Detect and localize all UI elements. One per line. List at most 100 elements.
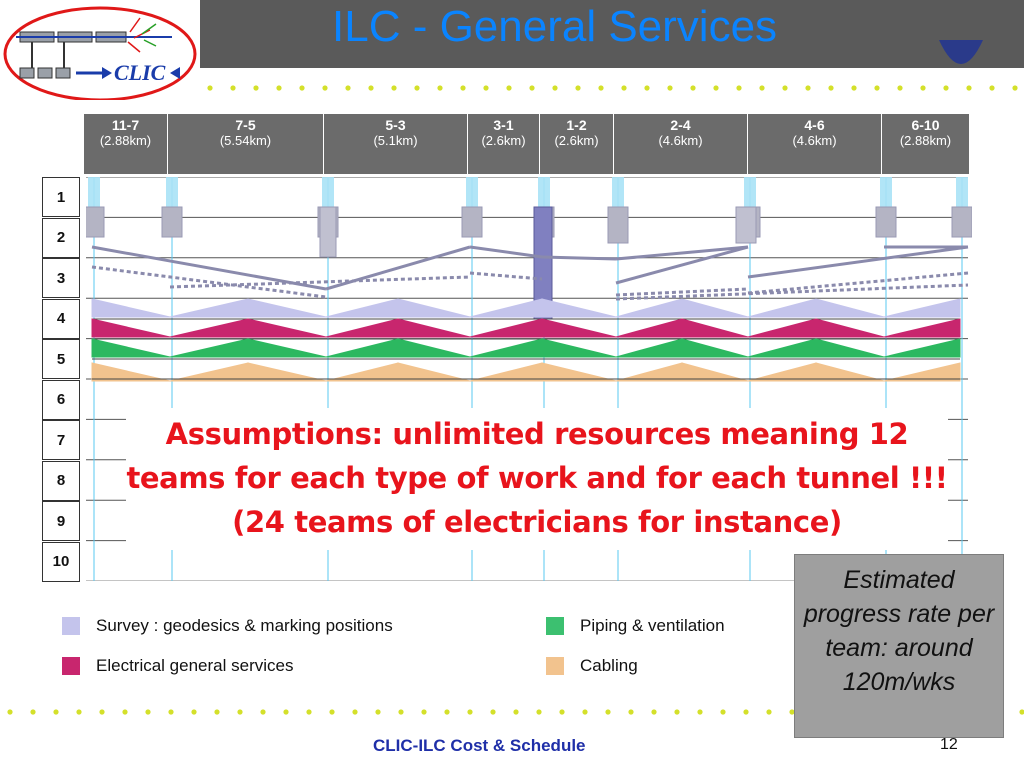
survey-line: [615, 245, 749, 285]
row-label-4: 4: [42, 298, 80, 339]
activity-triangle: [91, 318, 171, 338]
activity-triangle: [541, 362, 617, 382]
activity-triangle: [91, 338, 171, 358]
activity-triangle: [815, 298, 885, 318]
top-dot-line: [207, 85, 1018, 91]
row-label-6: 6: [42, 379, 80, 420]
row-label-1: 1: [42, 177, 80, 217]
tunnel-segments-header: 11-7(2.88km)7-5(5.54km)5-3(5.1km)3-1(2.6…: [84, 114, 970, 174]
row-label-7: 7: [42, 420, 80, 460]
segment-code: 7-5: [235, 117, 256, 133]
segment-code: 3-1: [493, 117, 514, 133]
segment-code: 6-10: [911, 117, 940, 133]
activity-triangle: [169, 362, 249, 382]
legend-survey-label: Survey : geodesics & marking positions: [96, 616, 393, 635]
legend-piping-label: Piping & ventilation: [580, 616, 725, 635]
activity-triangle: [469, 298, 543, 318]
survey-dashed-line: [615, 287, 749, 297]
activity-triangle: [397, 298, 471, 318]
survey-line: [91, 245, 327, 291]
activity-triangle: [397, 362, 471, 382]
shaft-block: [735, 206, 757, 244]
shaft-top: [166, 177, 178, 207]
activity-triangle: [169, 338, 249, 358]
legend-cabling-label: Cabling: [580, 656, 638, 675]
activity-triangle: [397, 338, 471, 358]
activity-triangle: [541, 338, 617, 358]
shaft-block: [875, 206, 897, 238]
activity-triangle: [325, 318, 399, 338]
segment-code: 11-7: [111, 117, 140, 133]
segment-length: (4.6km): [658, 133, 703, 148]
segment-length: (2.6km): [554, 133, 599, 148]
segment-header-2-4: 2-4(4.6km): [614, 114, 748, 174]
segment-header-3-1: 3-1(2.6km): [468, 114, 540, 174]
shaft-block: [86, 206, 105, 238]
segment-length: (5.1km): [373, 133, 418, 148]
survey-line: [541, 255, 617, 261]
shaft-top: [88, 177, 100, 207]
activity-triangle: [747, 362, 817, 382]
activity-triangle: [469, 362, 543, 382]
clic-logo: CLIC: [3, 6, 197, 100]
logo-text: CLIC: [114, 60, 166, 85]
activity-triangle: [397, 318, 471, 338]
shaft-top: [466, 177, 478, 207]
activity-triangle: [247, 298, 327, 318]
shaft-top: [538, 177, 550, 207]
legend-piping-swatch: [546, 617, 564, 635]
activity-triangle: [815, 362, 885, 382]
activity-triangle: [681, 318, 749, 338]
assumptions-text: Assumptions: unlimited resources meaning…: [126, 408, 948, 550]
activity-triangle: [883, 298, 961, 318]
activity-triangle: [681, 362, 749, 382]
shaft-top: [956, 177, 968, 207]
row-label-8: 8: [42, 460, 80, 501]
activity-triangle: [615, 318, 683, 338]
activity-triangle: [247, 318, 327, 338]
row-label-3: 3: [42, 258, 80, 298]
activity-triangle: [169, 298, 249, 318]
survey-line: [747, 245, 969, 279]
legend-cabling-swatch: [546, 657, 564, 675]
activity-triangle: [469, 338, 543, 358]
survey-line: [469, 245, 543, 259]
segment-code: 1-2: [566, 117, 587, 133]
shaft-block: [607, 206, 629, 244]
activity-triangle: [325, 362, 399, 382]
shaft-top: [322, 177, 334, 207]
globe-logo: [939, 40, 983, 64]
shaft-block: [951, 206, 972, 238]
activity-triangle: [883, 318, 961, 338]
activity-triangle: [883, 362, 961, 382]
activity-triangle: [541, 298, 617, 318]
page-number: 12: [940, 736, 958, 753]
activity-triangle: [615, 298, 683, 318]
activity-triangle: [747, 338, 817, 358]
segment-length: (2.88km): [99, 133, 152, 148]
header-bar: [200, 0, 1024, 68]
activity-triangle: [747, 318, 817, 338]
shaft-top: [880, 177, 892, 207]
row-label-9: 9: [42, 501, 80, 541]
segment-header-5-3: 5-3(5.1km): [324, 114, 468, 174]
activity-triangle: [615, 338, 683, 358]
survey-line: [325, 245, 471, 291]
activity-triangle: [747, 298, 817, 318]
activity-triangle: [815, 318, 885, 338]
slide-title: ILC - General Services: [332, 2, 778, 51]
shaft-top: [612, 177, 624, 207]
activity-triangle: [615, 362, 683, 382]
activity-triangle: [169, 318, 249, 338]
estimate-box: Estimated progress rate per team: around…: [794, 554, 1004, 738]
activity-triangle: [681, 338, 749, 358]
row-label-5: 5: [42, 339, 80, 379]
segment-code: 4-6: [804, 117, 825, 133]
row-label-2: 2: [42, 217, 80, 258]
shaft-block: [161, 206, 183, 238]
segment-code: 2-4: [670, 117, 691, 133]
segment-length: (5.54km): [219, 133, 272, 148]
survey-dashed-line: [615, 283, 969, 301]
activity-triangle: [325, 338, 399, 358]
shaft-block-tall: [319, 206, 337, 258]
